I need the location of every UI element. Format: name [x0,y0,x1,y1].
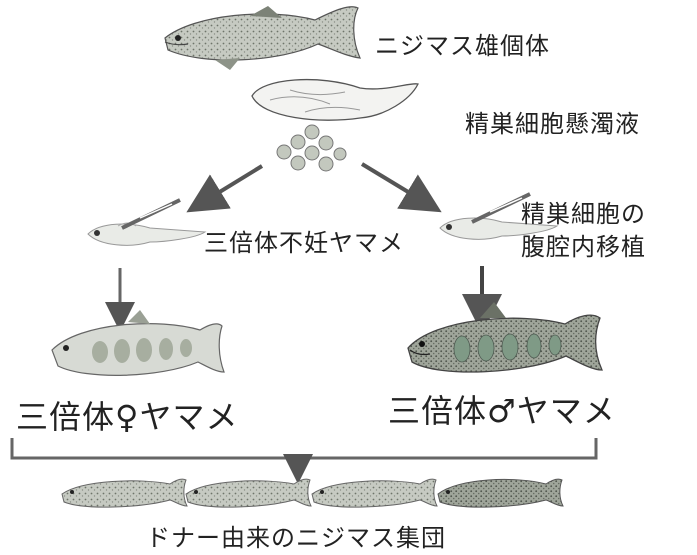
female-recipient-label: 三倍体♀ヤマメ [16,398,239,436]
larva-left-icon [87,222,207,246]
arrow-right-diagonal [360,162,442,213]
female-masu-salmon-icon [51,310,225,376]
male-recipient-label: 三倍体♂ヤマメ [388,392,616,430]
syringe-left-icon [121,198,181,230]
donor-trout-label: ニジマス雄個体 [375,32,550,60]
offspring-trout-icon-1 [61,478,188,508]
offspring-label: ドナー由来のニジマス集団 [146,524,446,552]
arrow-left-diagonal [186,164,264,213]
transplant-label-line2: 腹腔内移植 [521,233,646,261]
testis-suspension-label: 精巣細胞懸濁液 [465,110,640,138]
offspring-trout-icon-4 [437,478,564,508]
offspring-trout-icon-3 [311,478,438,508]
donor-trout-icon [164,6,361,70]
testicular-cells-icon [276,124,347,172]
transplant-label-line1: 精巣細胞の [521,200,646,228]
recipient-label: 三倍体不妊ヤマメ [204,229,404,257]
offspring-trout-icon-2 [185,478,312,508]
syringe-right-icon [471,192,531,224]
merge-bracket [10,438,598,460]
testis-icon [251,78,419,121]
larva-right-icon [439,217,559,240]
male-masu-salmon-icon [407,302,604,373]
